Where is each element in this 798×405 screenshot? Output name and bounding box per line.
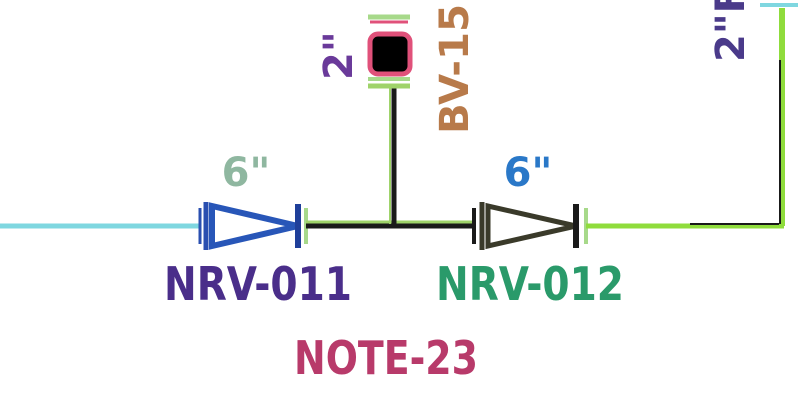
valve-tag-label: NRV-012 (436, 257, 624, 311)
valve-size-label: 6" (504, 150, 553, 196)
note-label: NOTE-23 (294, 331, 478, 385)
check-valve-nrv-011 (198, 202, 308, 250)
ball-valve-tag-label: BV-15 (432, 4, 478, 134)
riser-size-label: 2"F (708, 0, 754, 62)
ball-valve-bv-15 (367, 14, 413, 89)
valve-tag-label: NRV-011 (164, 257, 352, 311)
check-valve-nrv-012 (472, 202, 588, 250)
valve-size-label: 6" (222, 150, 271, 196)
ball-valve-size-label: 2" (316, 31, 362, 80)
